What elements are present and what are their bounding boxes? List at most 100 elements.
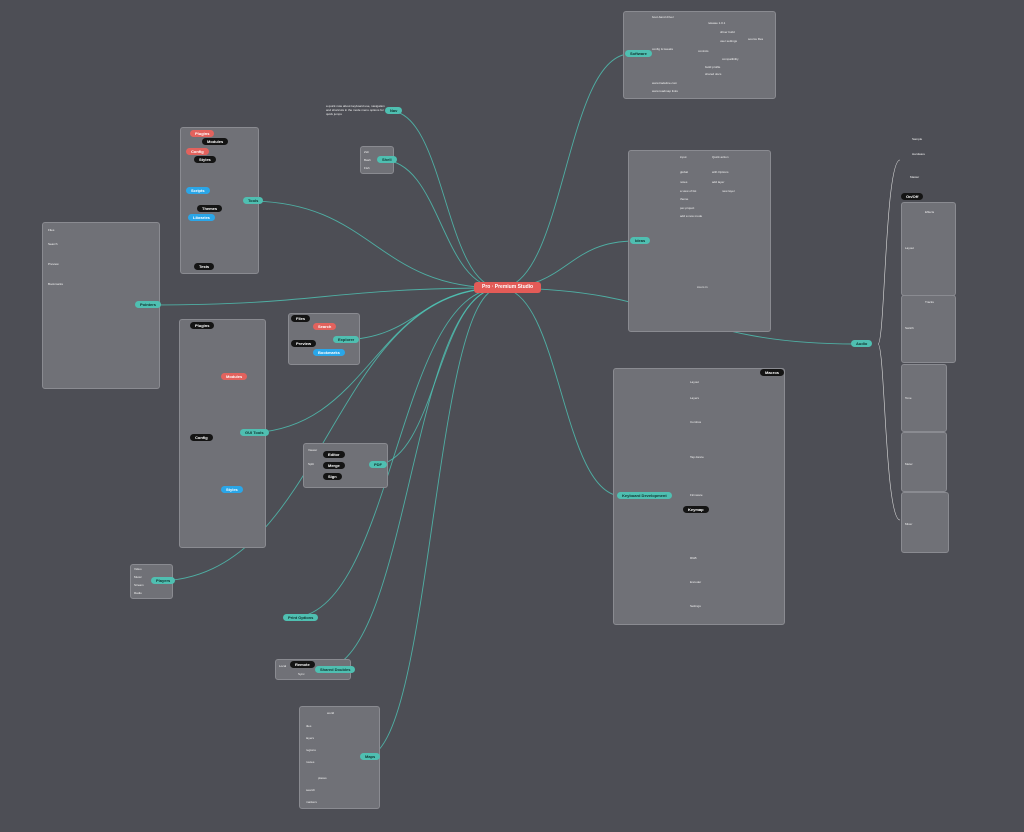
keyboard-item: Combos [690,420,702,424]
keyboard-item: Tap dance [690,455,704,459]
audio-tag[interactable]: On/Off [901,193,924,200]
players-item: Music [134,575,142,579]
explorer-tag[interactable]: Bookmarks [313,349,345,356]
branch-print-options[interactable]: Print Options [283,614,319,621]
ideas-item: theme [680,197,689,201]
keyboard-tag[interactable]: Macros [760,369,785,376]
pointers-item: Search [48,242,58,246]
software-item: controls [698,49,709,53]
ideas-item: Quick action [712,155,729,159]
gui-tools-tag[interactable]: Modules [221,373,248,380]
branch-gui-tools[interactable]: GUI Tools [240,429,269,436]
keyboard-item: Settings [690,604,701,608]
players-item: Radio [134,591,142,595]
shell-item: Fish [364,166,370,170]
audio-item: Effects [925,210,935,214]
connector-3 [499,287,623,497]
tools-tag[interactable]: Scripts [186,187,210,194]
software-item: user settings [720,39,738,43]
branch-shell[interactable]: Shell [377,156,397,163]
branch-tools[interactable]: Tools [243,197,264,204]
audio-panel-2 [901,295,956,363]
audio-panel-4 [901,432,947,492]
connector-1 [499,240,636,289]
audio-item: Sample [912,137,923,141]
branch-shared-doubles[interactable]: Shared Doubles [315,666,356,673]
shared-tag[interactable]: Remote [290,661,315,668]
branch-pointers[interactable]: Pointers [135,301,162,308]
audio-item: Switch [905,326,914,330]
gui-tools-tag[interactable]: Styles [221,486,243,493]
audio-panel-3 [901,364,947,432]
connector-5 [389,110,501,289]
connector-14 [364,287,501,758]
shell-item: Zsh [364,150,370,154]
connector-11 [155,287,501,582]
maps-item: regions [306,748,316,752]
branch-maps[interactable]: Maps [360,753,381,760]
software-item: www.tradeline.com [652,81,678,85]
audio-item: Hardware [912,152,926,156]
branch-audio[interactable]: Audio [851,340,873,347]
connector-9 [244,287,501,434]
tools-tag[interactable]: Modules [202,138,229,145]
ideas-item: notes [680,180,688,184]
maps-item: layers [306,736,315,740]
players-item: Stream [134,583,144,587]
maps-item: search [306,788,316,792]
branch-explorer[interactable]: Explorer [333,336,360,343]
shared-item: Sync [298,672,305,676]
software-item: config & tweaks [652,47,674,51]
ideas-item: a view of list [680,189,697,193]
tools-tag[interactable]: Config [186,148,209,155]
software-item: boot-band driver [652,15,674,19]
tools-tag[interactable]: Plugins [190,130,215,137]
tools-tag[interactable]: Styles [194,156,216,163]
ideas-item: global [680,170,689,174]
maps-item: world [327,711,335,715]
software-item: compatibility [722,57,739,61]
root-node[interactable]: Pro · Premium Studio [474,282,542,293]
connector-13 [319,287,501,671]
explorer-tag[interactable]: Search [313,323,337,330]
branch-keyboard[interactable]: Keyboard Development [617,492,672,499]
players-item: Video [134,567,142,571]
shared-item: Local [279,664,287,668]
tools-tag[interactable]: Libraries [188,214,215,221]
branch-ideas[interactable]: Ideas [630,237,651,244]
pdf-tag[interactable]: Sign [323,473,342,480]
pdf-tag[interactable]: Merge [323,462,345,469]
explorer-tag[interactable]: Preview [291,340,317,347]
audio-spine [877,159,901,521]
tools-tag[interactable]: Themes [197,205,223,212]
maps-item: markers [306,800,317,804]
gui-tools-tag[interactable]: Config [190,434,213,441]
branch-players[interactable]: Players [151,577,176,584]
pointers-item: Preview [48,262,59,266]
keyboard-item: Layout [690,380,700,384]
software-item: shared docs [705,72,722,76]
audio-item: Layout [905,246,915,250]
maps-item: tiles [306,724,312,728]
ideas-item: zoom in [697,285,708,289]
audio-item: Meter [905,462,913,466]
nav-note: a quick note about keyboard use, navigat… [326,104,385,116]
ideas-item: add a new mode [680,214,703,218]
pdf-tag[interactable]: Editor [323,451,345,458]
branch-software[interactable]: Software [625,50,652,57]
explorer-tag[interactable]: Files [291,315,311,322]
ideas-item: add layer [712,180,725,184]
gui-tools-tag[interactable]: Plugins [190,322,215,329]
tools-tag[interactable]: Tests [194,263,215,270]
pointers-item: Bookmarks [48,282,64,286]
software-item: www.roadmap links [652,89,678,93]
keyboard-tag[interactable]: Keymap [683,506,709,513]
ideas-item: new layer [722,189,735,193]
audio-item: Tracks [925,300,934,304]
branch-nav[interactable]: Nav [385,107,403,114]
branch-pdf[interactable]: PDF [369,461,387,468]
ideas-item: per-project [680,206,695,210]
audio-panel-1 [901,202,956,296]
